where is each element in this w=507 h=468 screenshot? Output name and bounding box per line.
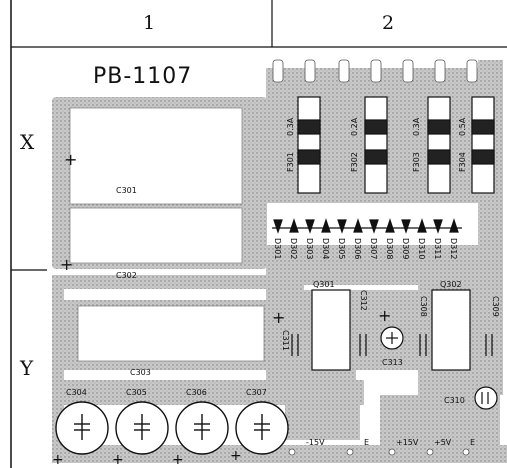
diode-label: D309 xyxy=(401,238,410,260)
fuse-ref-f304: F304 xyxy=(458,152,467,172)
diode-label: D306 xyxy=(353,238,362,260)
board-title: PB-1107 xyxy=(93,64,193,89)
diode-array xyxy=(272,218,462,234)
large-capacitors xyxy=(55,401,289,455)
terminal-label: E xyxy=(470,438,476,447)
polarity-mark: + xyxy=(52,452,64,468)
polarity-mark: + xyxy=(64,150,78,169)
row-label-x: X xyxy=(20,130,35,154)
polarity-mark: + xyxy=(272,308,286,327)
column-label-1: 1 xyxy=(143,12,156,34)
polarity-mark: + xyxy=(60,255,74,274)
diode-label: D311 xyxy=(433,238,442,260)
fuse-rating-f301: 0.3A xyxy=(286,117,295,136)
capacitor-label-c309: C309 xyxy=(491,296,500,317)
diode-label: D310 xyxy=(417,238,426,260)
polarity-mark: + xyxy=(172,452,184,468)
fuse-bodies xyxy=(297,96,495,194)
column-label-2: 2 xyxy=(382,12,395,34)
transistor-label-q301: Q301 xyxy=(313,280,335,289)
diode-label: D308 xyxy=(385,238,394,260)
capacitor-label-c305: C305 xyxy=(126,388,147,397)
terminal-label: +5V xyxy=(434,438,452,447)
polarity-mark: + xyxy=(378,306,392,325)
copper-area-left xyxy=(52,97,507,463)
polarity-mark: + xyxy=(230,448,242,464)
fuse-rating-f303: 0.3A xyxy=(412,117,421,136)
capacitor-label-c301: C301 xyxy=(116,186,137,195)
diode-label: D305 xyxy=(337,238,346,260)
grid-frame xyxy=(10,0,507,468)
capacitor-label-c306: C306 xyxy=(186,388,207,397)
row-label-y: Y xyxy=(20,356,34,380)
capacitor-label-c311: C311 xyxy=(281,330,290,351)
capacitor-label-c308: C308 xyxy=(419,296,428,317)
capacitor-label-c303: C303 xyxy=(130,368,151,377)
fuse-rating-f302: 0.2A xyxy=(350,117,359,136)
capacitor-label-c307: C307 xyxy=(246,388,267,397)
diode-label: D301 xyxy=(273,238,282,260)
transistor-label-q302: Q302 xyxy=(440,280,462,289)
diode-label: D302 xyxy=(289,238,298,260)
terminal-label: +15V xyxy=(396,438,419,447)
capacitor-label-c304: C304 xyxy=(66,388,87,397)
small-capacitors xyxy=(291,326,498,410)
diode-label: D312 xyxy=(449,238,458,260)
diode-label: D304 xyxy=(321,238,330,260)
polarity-mark: + xyxy=(112,452,124,468)
fuse-rating-f304: 0.5A xyxy=(458,117,467,136)
fuse-ref-f302: F302 xyxy=(350,152,359,172)
terminal-label: -15V xyxy=(306,438,325,447)
transistor-bodies xyxy=(311,289,471,371)
terminal-pads xyxy=(288,448,470,456)
fuse-ref-f303: F303 xyxy=(412,152,421,172)
diode-label: D307 xyxy=(369,238,378,260)
fuse-pads xyxy=(272,59,478,83)
diode-label: D303 xyxy=(305,238,314,260)
capacitor-label-c302: C302 xyxy=(116,271,137,280)
terminal-label: E xyxy=(364,438,370,447)
capacitor-label-c310: C310 xyxy=(444,396,465,405)
fuse-ref-f301: F301 xyxy=(286,152,295,172)
capacitor-label-c312: C312 xyxy=(359,290,368,311)
capacitor-label-c313: C313 xyxy=(382,358,403,367)
